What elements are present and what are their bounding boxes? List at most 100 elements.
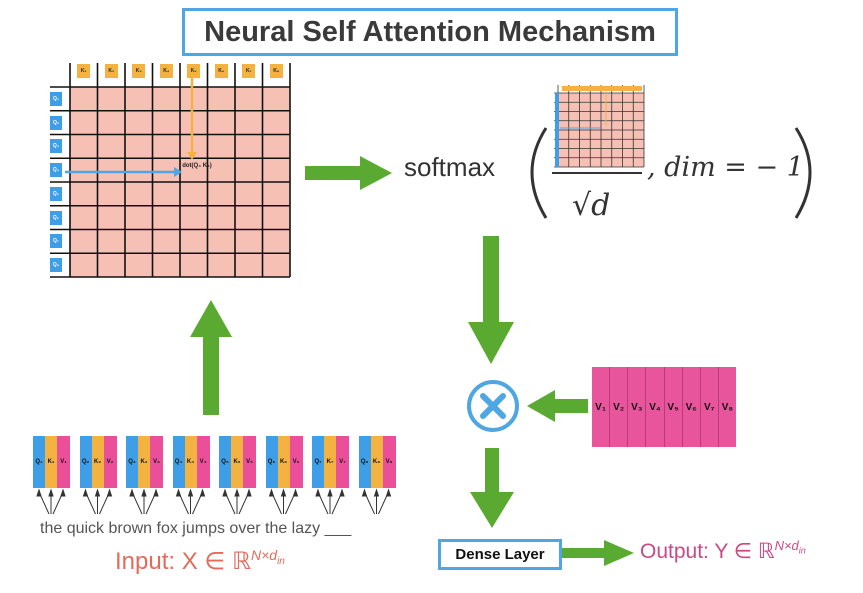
left-paren xyxy=(530,127,548,219)
value-cell: V₃ xyxy=(628,367,647,447)
input-label: Input: X ∈ ℝN×din xyxy=(115,547,285,576)
token-k-cell: K₆ xyxy=(277,436,290,488)
token-q-cell: Q₂ xyxy=(79,436,92,488)
query-label: Q₇ xyxy=(50,234,62,249)
value-cell: V₁ xyxy=(592,367,611,447)
token-k-cell: K₇ xyxy=(324,436,336,488)
token-arrowhead xyxy=(153,488,159,497)
token-q-cell: Q₃ xyxy=(126,436,138,488)
dense-layer-box: Dense Layer xyxy=(438,539,562,570)
token-q-cell: Q₄ xyxy=(172,436,185,488)
key-label: K₇ xyxy=(242,64,256,78)
softmax-func: softmax xyxy=(404,152,496,182)
token-arrowhead xyxy=(315,488,321,497)
value-cell: V₈ xyxy=(721,401,734,413)
arrow-to-softmax-shaft xyxy=(305,166,365,180)
token-arrowhead xyxy=(199,488,206,497)
arrow-to-output-shaft xyxy=(562,548,608,558)
token-arrowhead xyxy=(268,488,275,497)
dense-layer-label: Dense Layer xyxy=(455,546,545,563)
token-arrowhead xyxy=(222,488,228,497)
key-label: K₁ xyxy=(77,64,91,78)
token-v-cell: V₇ xyxy=(336,436,349,488)
query-label: Q₃ xyxy=(50,139,62,154)
sqrt-d: √d xyxy=(572,188,611,223)
query-label: Q₁ xyxy=(50,91,62,106)
token-arrowhead xyxy=(187,488,194,497)
mini-key-strip xyxy=(562,86,642,91)
token-arrowhead xyxy=(385,488,392,497)
token-arrowhead xyxy=(339,488,345,497)
token-q-cell: Q₅ xyxy=(219,436,231,488)
mini-grid-lines xyxy=(554,85,645,168)
token-k-cell: K₅ xyxy=(231,436,243,488)
token-v-cell: V₁ xyxy=(57,436,70,488)
token-k-cell: K₂ xyxy=(91,436,104,488)
query-label: Q₅ xyxy=(50,186,62,201)
key-arrowhead xyxy=(187,152,197,160)
token-v-cell: V₅ xyxy=(243,436,256,488)
title-box: Neural Self Attention Mechanism xyxy=(182,8,678,56)
key-label: K₄ xyxy=(159,64,173,78)
token-arrowhead xyxy=(129,488,135,497)
token-arrows xyxy=(36,488,392,515)
value-cell: V₆ xyxy=(683,367,701,447)
attention-grid-lines xyxy=(50,63,291,278)
token-arrowhead xyxy=(82,488,89,497)
key-label: K₅ xyxy=(187,64,201,78)
token-v-cell: V₄ xyxy=(196,436,210,488)
query-arrowhead xyxy=(174,167,182,177)
multiply-icon xyxy=(480,393,506,419)
output-label-sub: in xyxy=(798,545,806,556)
arrow-to-dense-head xyxy=(470,492,514,528)
token-arrowhead xyxy=(36,488,42,497)
token-arrowhead xyxy=(327,488,333,497)
key-label: K₈ xyxy=(269,64,283,78)
token-k-cell: K₃ xyxy=(138,436,150,488)
softmax-args: , dim = − 1 xyxy=(647,152,804,183)
token-arrowhead xyxy=(361,488,368,497)
token-q-cell: Q₇ xyxy=(312,436,324,488)
token-k-cell: K₈ xyxy=(370,436,383,488)
token-q-cell: Q₁ xyxy=(33,436,45,488)
token-arrowhead xyxy=(280,488,287,497)
query-label: Q₆ xyxy=(50,210,62,225)
key-label: K₆ xyxy=(214,64,228,78)
key-label: K₃ xyxy=(132,64,146,78)
token-v-cell: V₃ xyxy=(150,436,163,488)
arrow-down-head xyxy=(468,322,514,364)
input-label-text: Input: X ∈ ℝ xyxy=(115,548,251,575)
token-arrowhead xyxy=(175,488,182,497)
token-arrowhead xyxy=(373,488,380,497)
dot-product-label: dot(Q₄ K₅) xyxy=(182,163,212,169)
diagram-title: Neural Self Attention Mechanism xyxy=(204,15,656,48)
arrow-from-values-head xyxy=(527,390,555,422)
token-v-cell: V₆ xyxy=(289,436,303,488)
input-label-sub: in xyxy=(277,555,285,567)
token-arrowhead xyxy=(234,488,240,497)
input-label-sup: N×din xyxy=(250,547,285,567)
value-cell: V₄ xyxy=(646,367,665,447)
token-k-cell: K₁ xyxy=(45,436,57,488)
token-arrowhead xyxy=(106,488,113,497)
token-arrowhead xyxy=(246,488,252,497)
query-label: Q₈ xyxy=(50,258,62,273)
key-label: K₂ xyxy=(104,64,118,78)
arrow-up-shaft xyxy=(203,335,219,415)
arrow-to-dense-shaft xyxy=(485,448,499,498)
query-label: Q₂ xyxy=(50,115,62,130)
output-label-sup: N×din xyxy=(774,538,806,556)
output-label: Output: Y ∈ ℝN×din xyxy=(640,538,806,564)
arrow-up-head xyxy=(190,300,232,337)
token-arrowhead xyxy=(292,488,299,497)
token-arrowhead xyxy=(94,488,101,497)
right-paren xyxy=(794,127,812,219)
